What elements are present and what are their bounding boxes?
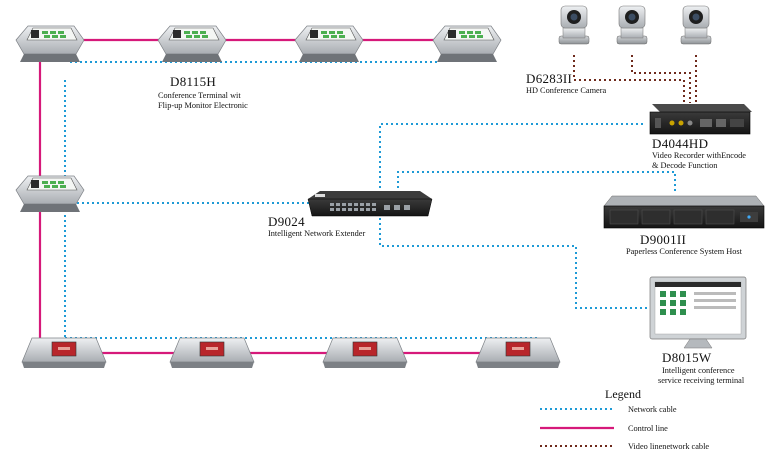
d6283ii-code-label: D6283II (526, 71, 572, 86)
d9001ii-code-label: D9001II (640, 232, 686, 247)
flip-terminal-3 (322, 337, 408, 369)
network-switch-device (307, 191, 433, 217)
video-cables (573, 55, 697, 103)
network-cables (64, 61, 676, 339)
d8115h-terminal-2 (157, 25, 227, 63)
d4044hd-code-label: D4044HD (652, 136, 708, 151)
control-lines (38, 38, 540, 355)
d8115h-terminal-3 (294, 25, 364, 63)
d8015w-code-label: D8015W (662, 350, 712, 365)
d9024-code-label: D9024 (268, 214, 305, 229)
d8015w-desc-line2: service receiving terminal (658, 376, 745, 385)
d8015w-desc-line1: Intelligent conference (662, 366, 735, 375)
d8115h-terminal-1 (15, 25, 85, 63)
legend-title: Legend (605, 387, 641, 401)
hd-camera-2 (616, 5, 648, 45)
flip-terminal-4 (475, 337, 561, 369)
legend-network-label: Network cable (628, 405, 677, 414)
hd-camera-3 (680, 5, 712, 45)
service-terminal-monitor (649, 276, 747, 349)
d8115h-desc-line1: Conference Terminal wit (158, 91, 241, 100)
d8115h-terminal-5 (15, 175, 85, 213)
video-recorder-device (649, 104, 752, 135)
legend-control-label: Control line (628, 424, 668, 433)
d4044hd-desc-line2: & Decode Function (652, 161, 718, 170)
hd-camera-1 (558, 5, 590, 45)
legend-video-label: Video linenetwork cable (628, 442, 709, 451)
flip-terminal-2 (169, 337, 255, 369)
d8115h-desc-line2: Flip-up Monitor Electronic (158, 101, 248, 110)
flip-terminal-1 (21, 337, 107, 369)
d8115h-terminal-4 (432, 25, 502, 63)
conference-host-server (603, 195, 765, 229)
d8115h-code-label: D8115H (170, 74, 216, 89)
d9001ii-desc-line1: Paperless Conference System Host (626, 247, 743, 256)
d6283ii-desc-line1: HD Conference Camera (526, 86, 606, 95)
d9024-desc-line1: Intelligent Network Extender (268, 229, 365, 238)
legend: Legend Network cable Control line Video … (540, 387, 709, 451)
d4044hd-desc-line1: Video Recorder withEncode (652, 151, 746, 160)
